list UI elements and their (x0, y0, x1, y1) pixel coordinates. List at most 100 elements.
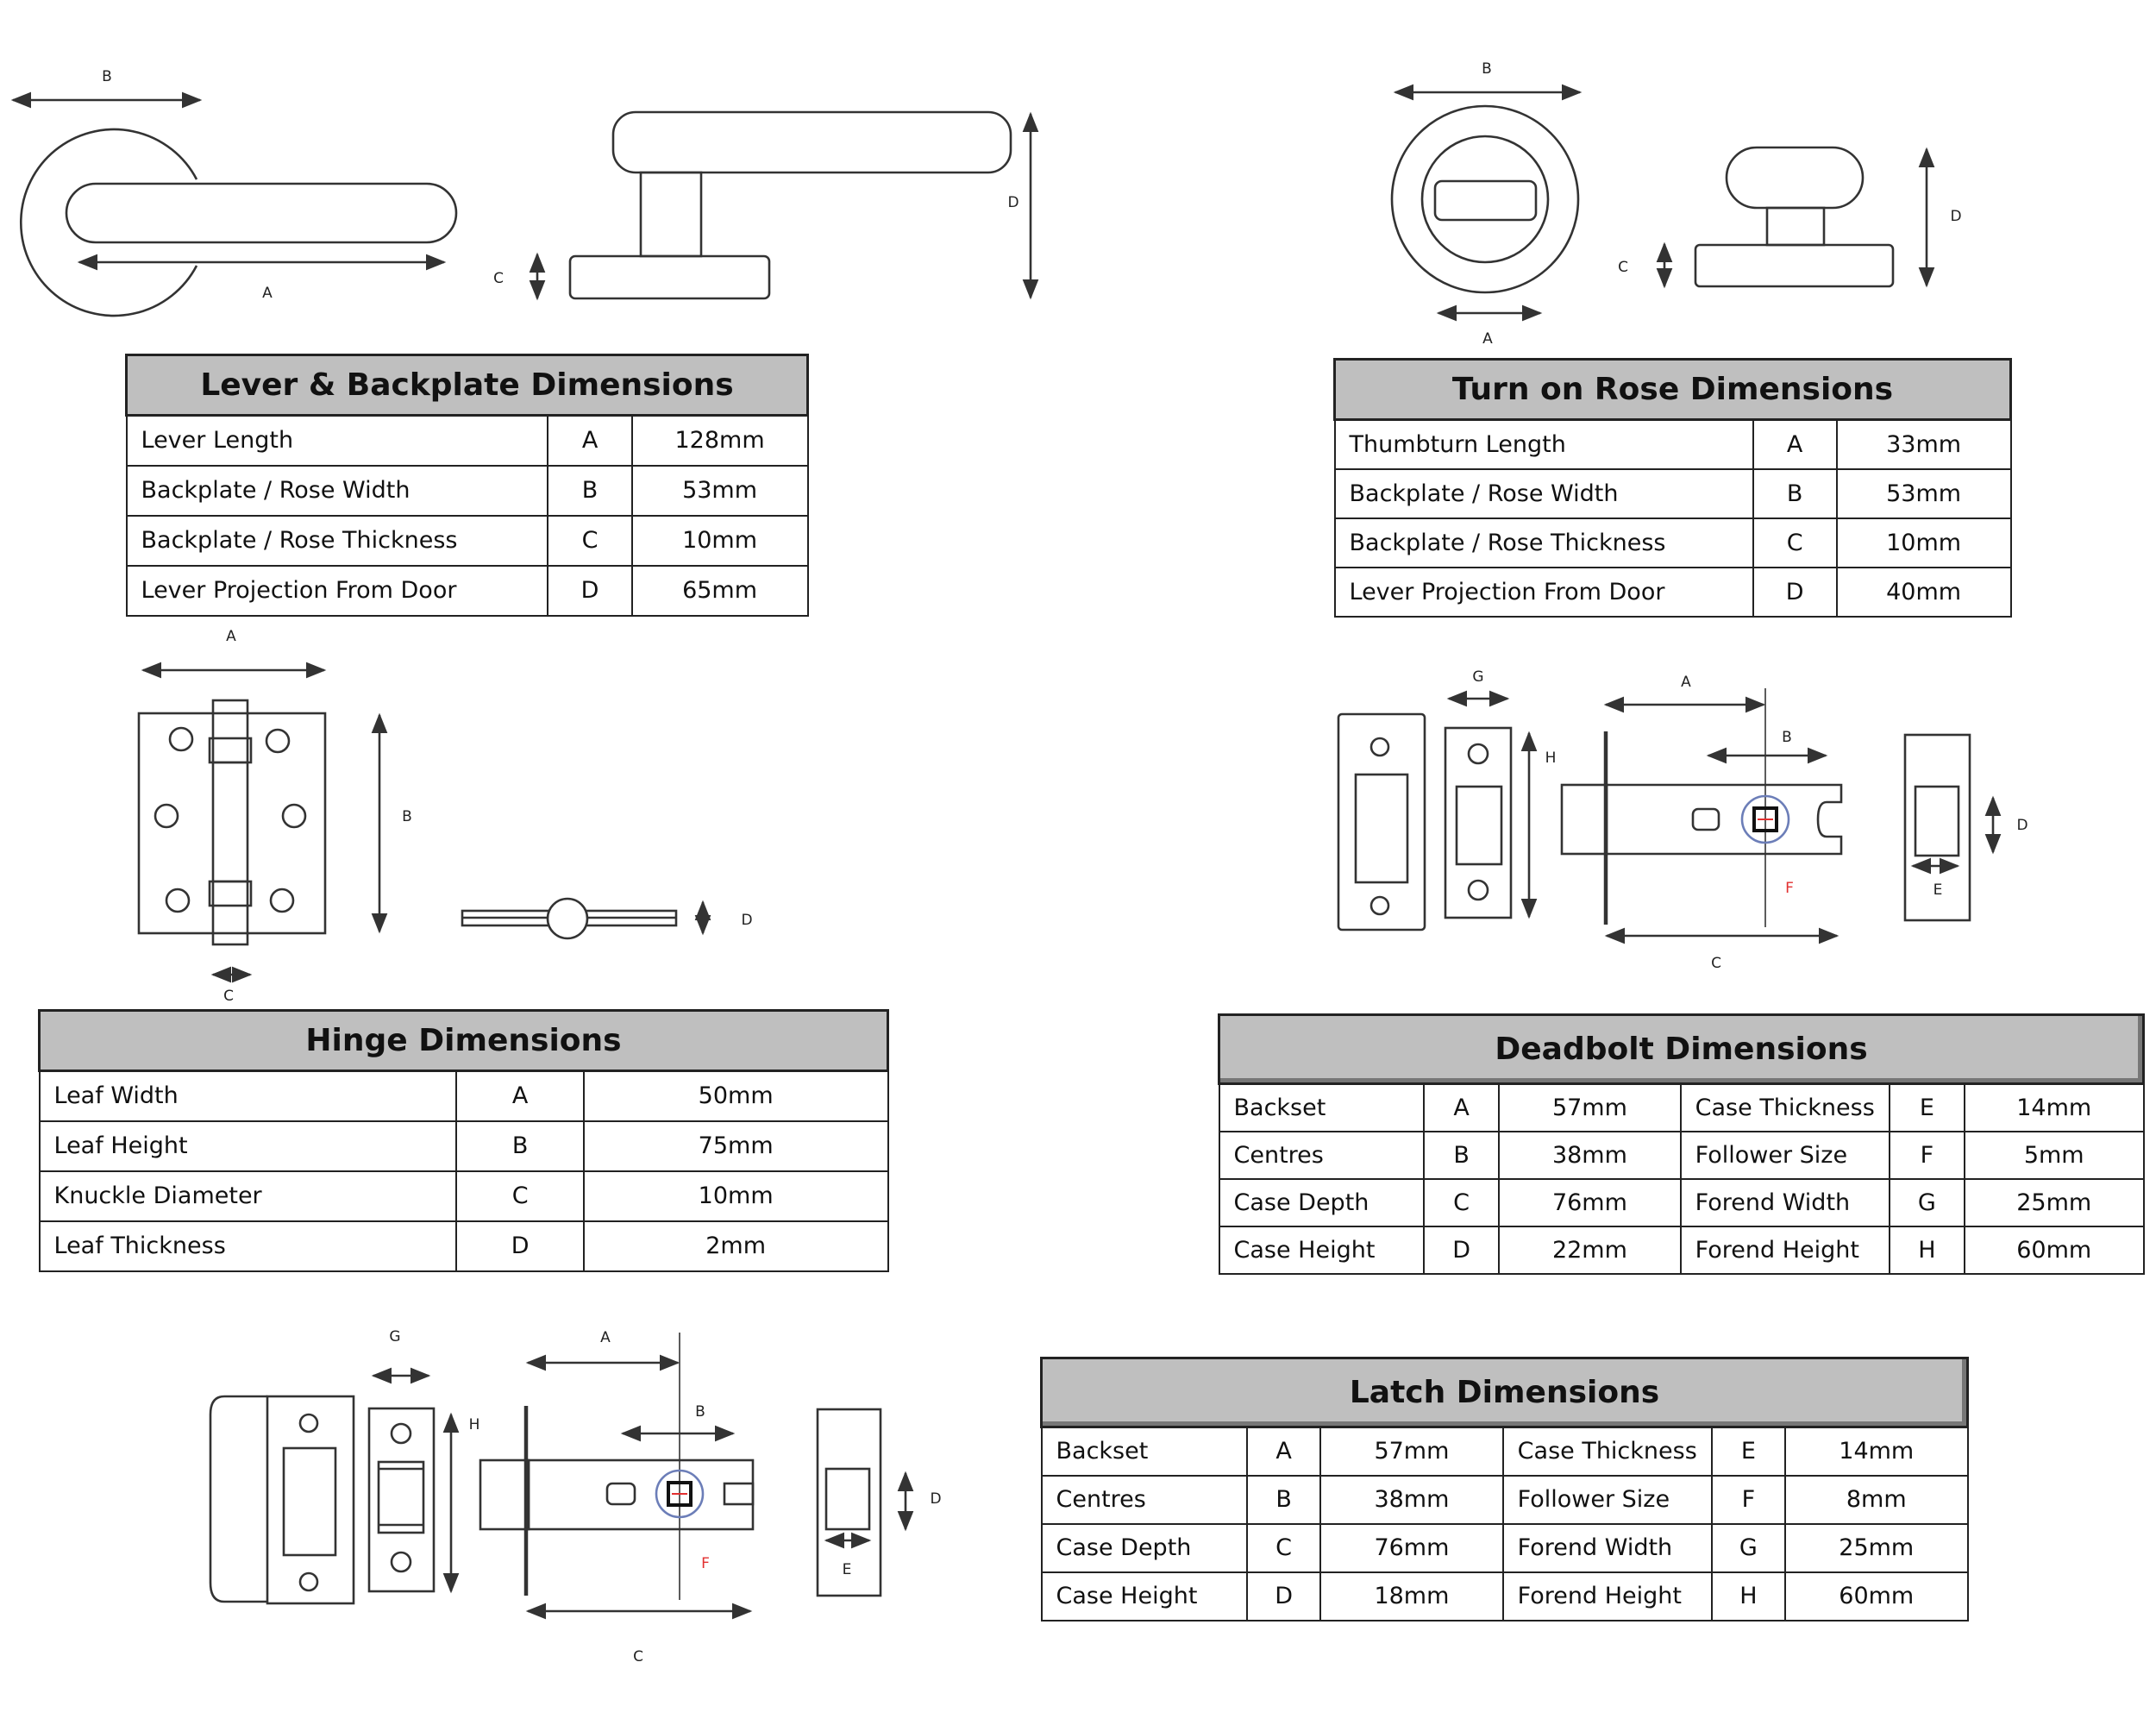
turn-dimensions-table: Turn on Rose Dimensions Thumbturn Length… (1333, 358, 2012, 618)
latch-label-d: D (930, 1490, 941, 1508)
dim-code: C (455, 1170, 585, 1222)
dim-code: A (1422, 1082, 1501, 1132)
turn-front-drawing (1390, 84, 1583, 322)
turn-table-title: Turn on Rose Dimensions (1333, 358, 2012, 421)
dim-code: D (455, 1220, 585, 1272)
table-row: Lever Projection From Door D 65mm (125, 564, 809, 617)
dim-value: 65mm (630, 564, 809, 617)
deadbolt-label-c: C (1711, 955, 1721, 972)
dim-name: Forend Height (1679, 1225, 1890, 1275)
dim-name: Follower Size (1679, 1130, 1890, 1180)
dim-name: Backplate / Rose Thickness (125, 514, 549, 567)
latch-label-f: F (701, 1555, 710, 1572)
dim-value: 60mm (1963, 1225, 2145, 1275)
dim-name: Case Thickness (1679, 1082, 1890, 1132)
dim-name: Backplate / Rose Width (1333, 467, 1754, 519)
dim-name: Lever Projection From Door (1333, 566, 1754, 618)
dim-value: 50mm (582, 1070, 889, 1122)
turn-label-d: D (1950, 208, 1961, 225)
dim-value: 22mm (1498, 1225, 1682, 1275)
dim-name: Case Depth (1040, 1522, 1248, 1573)
dim-name: Centres (1040, 1474, 1248, 1525)
dim-value: 10mm (582, 1170, 889, 1222)
dim-value: 2mm (582, 1220, 889, 1272)
hinge-label-b: B (402, 808, 412, 825)
dim-value: 14mm (1963, 1082, 2145, 1132)
dim-code: D (1245, 1571, 1322, 1622)
hinge-label-c: C (223, 988, 234, 1005)
latch-drawing (209, 1333, 914, 1620)
lever-label-b: B (102, 68, 112, 85)
table-row: Backplate / Rose Thickness C 10mm (1333, 517, 2012, 568)
table-row: Lever Length A 128mm (125, 414, 809, 467)
table-row: Case Height D 18mm Forend Height H 60mm (1040, 1571, 1969, 1622)
dim-value: 53mm (630, 464, 809, 517)
latch-dimensions-table: Latch Dimensions Backset A 57mm Case Thi… (1040, 1357, 1969, 1622)
dim-name: Leaf Height (38, 1120, 458, 1172)
dim-name: Leaf Width (38, 1070, 458, 1122)
dim-value: 33mm (1835, 418, 2012, 470)
dim-value: 38mm (1498, 1130, 1682, 1180)
deadbolt-table-title: Deadbolt Dimensions (1218, 1013, 2145, 1085)
dim-code: D (1752, 566, 1838, 618)
table-row: Knuckle Diameter C 10mm (38, 1170, 889, 1222)
turn-side-drawing (1656, 146, 1935, 289)
dim-name: Case Height (1218, 1225, 1425, 1275)
latch-label-c: C (633, 1648, 643, 1665)
dim-code: C (1422, 1177, 1501, 1227)
dim-code: G (1888, 1177, 1965, 1227)
table-row: Backplate / Rose Width B 53mm (1333, 467, 2012, 519)
dim-name: Follower Size (1501, 1474, 1713, 1525)
turn-label-a: A (1482, 330, 1493, 348)
dim-name: Case Thickness (1501, 1426, 1713, 1477)
dim-code: A (1752, 418, 1838, 470)
deadbolt-label-g: G (1472, 668, 1483, 686)
latch-label-b: B (695, 1403, 705, 1421)
dim-name: Backset (1218, 1082, 1425, 1132)
latch-label-h: H (469, 1416, 480, 1433)
dim-code: B (1245, 1474, 1322, 1525)
dim-name: Leaf Thickness (38, 1220, 458, 1272)
dim-name: Forend Height (1501, 1571, 1713, 1622)
hinge-dimensions-table: Hinge Dimensions Leaf Width A 50mm Leaf … (38, 1009, 889, 1272)
dim-code: C (1245, 1522, 1322, 1573)
table-row: Case Depth C 76mm Forend Width G 25mm (1218, 1177, 2145, 1227)
table-row: Centres B 38mm Follower Size F 5mm (1218, 1130, 2145, 1180)
dim-name: Case Height (1040, 1571, 1248, 1622)
dim-value: 25mm (1784, 1522, 1969, 1573)
lever-label-a: A (262, 285, 273, 302)
lever-front-drawing (10, 91, 458, 317)
dim-code: C (1752, 517, 1838, 568)
deadbolt-label-b: B (1782, 729, 1792, 746)
dim-code: C (547, 514, 633, 567)
lever-table-title: Lever & Backplate Dimensions (125, 354, 809, 417)
deadbolt-label-h: H (1545, 750, 1557, 767)
dimension-labels: B A C D B A C D A B C D G A B H F C D E … (102, 60, 2028, 1665)
dim-code: A (547, 414, 633, 467)
dim-value: 75mm (582, 1120, 889, 1172)
table-row: Backplate / Rose Width B 53mm (125, 464, 809, 517)
dim-value: 57mm (1498, 1082, 1682, 1132)
hinge-label-a: A (226, 628, 236, 645)
hinge-table-title: Hinge Dimensions (38, 1009, 889, 1072)
deadbolt-drawing (1337, 688, 2002, 944)
dim-code: A (455, 1070, 585, 1122)
latch-table-title: Latch Dimensions (1040, 1357, 1969, 1428)
dim-code: G (1710, 1522, 1787, 1573)
dim-code: D (547, 564, 633, 617)
latch-label-a: A (600, 1329, 611, 1346)
table-row: Leaf Height B 75mm (38, 1120, 889, 1172)
dim-name: Backplate / Rose Width (125, 464, 549, 517)
dim-value: 5mm (1963, 1130, 2145, 1180)
deadbolt-label-a: A (1681, 674, 1691, 691)
dim-value: 8mm (1784, 1474, 1969, 1525)
latch-label-e: E (843, 1561, 852, 1578)
lever-label-d: D (1007, 194, 1018, 211)
table-row: Centres B 38mm Follower Size F 8mm (1040, 1474, 1969, 1525)
dim-code: E (1888, 1082, 1965, 1132)
table-row: Lever Projection From Door D 40mm (1333, 566, 2012, 618)
dim-code: H (1888, 1225, 1965, 1275)
dim-code: A (1245, 1426, 1322, 1477)
dim-code: H (1710, 1571, 1787, 1622)
dim-name: Forend Width (1501, 1522, 1713, 1573)
